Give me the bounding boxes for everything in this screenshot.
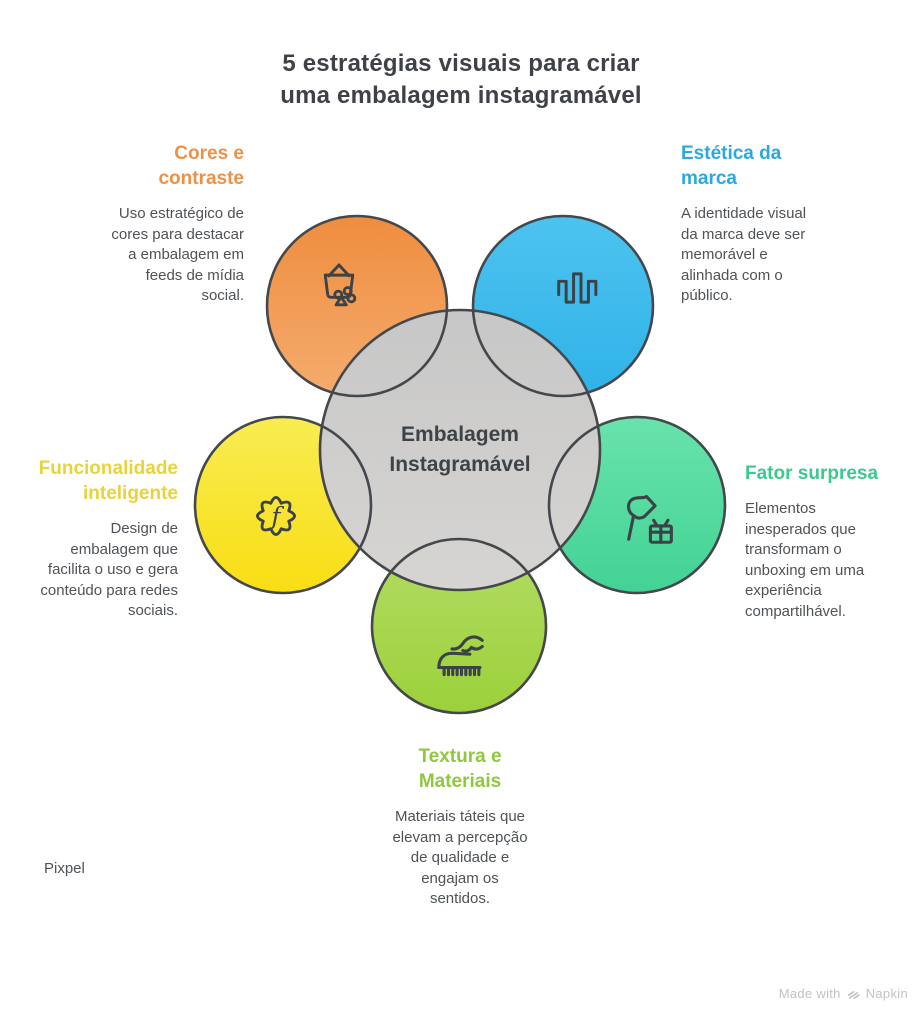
circle-func-outline <box>193 415 373 595</box>
section-body: A identidade visual da marca deve ser me… <box>681 205 807 304</box>
section-funcionalidade-inteligente: Funcionalidade inteligente Design de emb… <box>0 456 178 622</box>
section-heading: Funcionalidade inteligente <box>38 458 178 504</box>
circle-center-fill <box>320 310 600 590</box>
badge-f-icon: f <box>247 487 305 545</box>
napkin-logo-icon <box>847 991 860 1000</box>
made-with-text: Made with <box>778 986 841 1001</box>
section-estetica-da-marca: Estética da marca A identidade visual da… <box>681 141 893 307</box>
made-with-napkin: Made with Napkin <box>779 986 908 1001</box>
circle-fator-outline <box>547 415 727 595</box>
section-heading: Fator surpresa <box>745 463 879 484</box>
section-heading: Estética da marca <box>681 143 782 189</box>
center-label: Embalagem Instagramável <box>389 423 531 476</box>
credit-label: Pixpel <box>44 860 85 877</box>
circle-textura-outline <box>370 537 548 715</box>
svg-text:f: f <box>269 502 284 531</box>
hand-texture-icon <box>428 624 490 680</box>
circle-cores-outline <box>265 214 449 398</box>
section-body: Uso estratégico de cores para destacar a… <box>111 205 244 304</box>
basket-shapes-icon <box>310 257 368 315</box>
circle-center-outline <box>318 308 602 592</box>
section-body: Design de embalagem que facilita o uso e… <box>40 520 178 619</box>
section-body: Materiais táteis que elevam a percepção … <box>392 808 528 907</box>
section-heading: Cores e contraste <box>158 143 244 189</box>
circle-marca-outline <box>471 214 655 398</box>
section-heading: Textura e Materiais <box>418 746 502 792</box>
section-textura-e-materiais: Textura e Materiais Materiais táteis que… <box>355 744 565 910</box>
circle-outlines <box>193 214 727 715</box>
napkin-brand-text: Napkin <box>865 986 908 1001</box>
page-title: 5 estratégias visuais para criar uma emb… <box>280 50 642 109</box>
section-fator-surpresa: Fator surpresa Elementos inesperados que… <box>745 461 913 622</box>
section-body: Elementos inesperados que transformam o … <box>745 500 865 620</box>
soundwave-icon <box>551 262 611 314</box>
section-cores-e-contraste: Cores e contraste Uso estratégico de cor… <box>40 141 244 307</box>
flag-gift-icon <box>614 488 676 550</box>
